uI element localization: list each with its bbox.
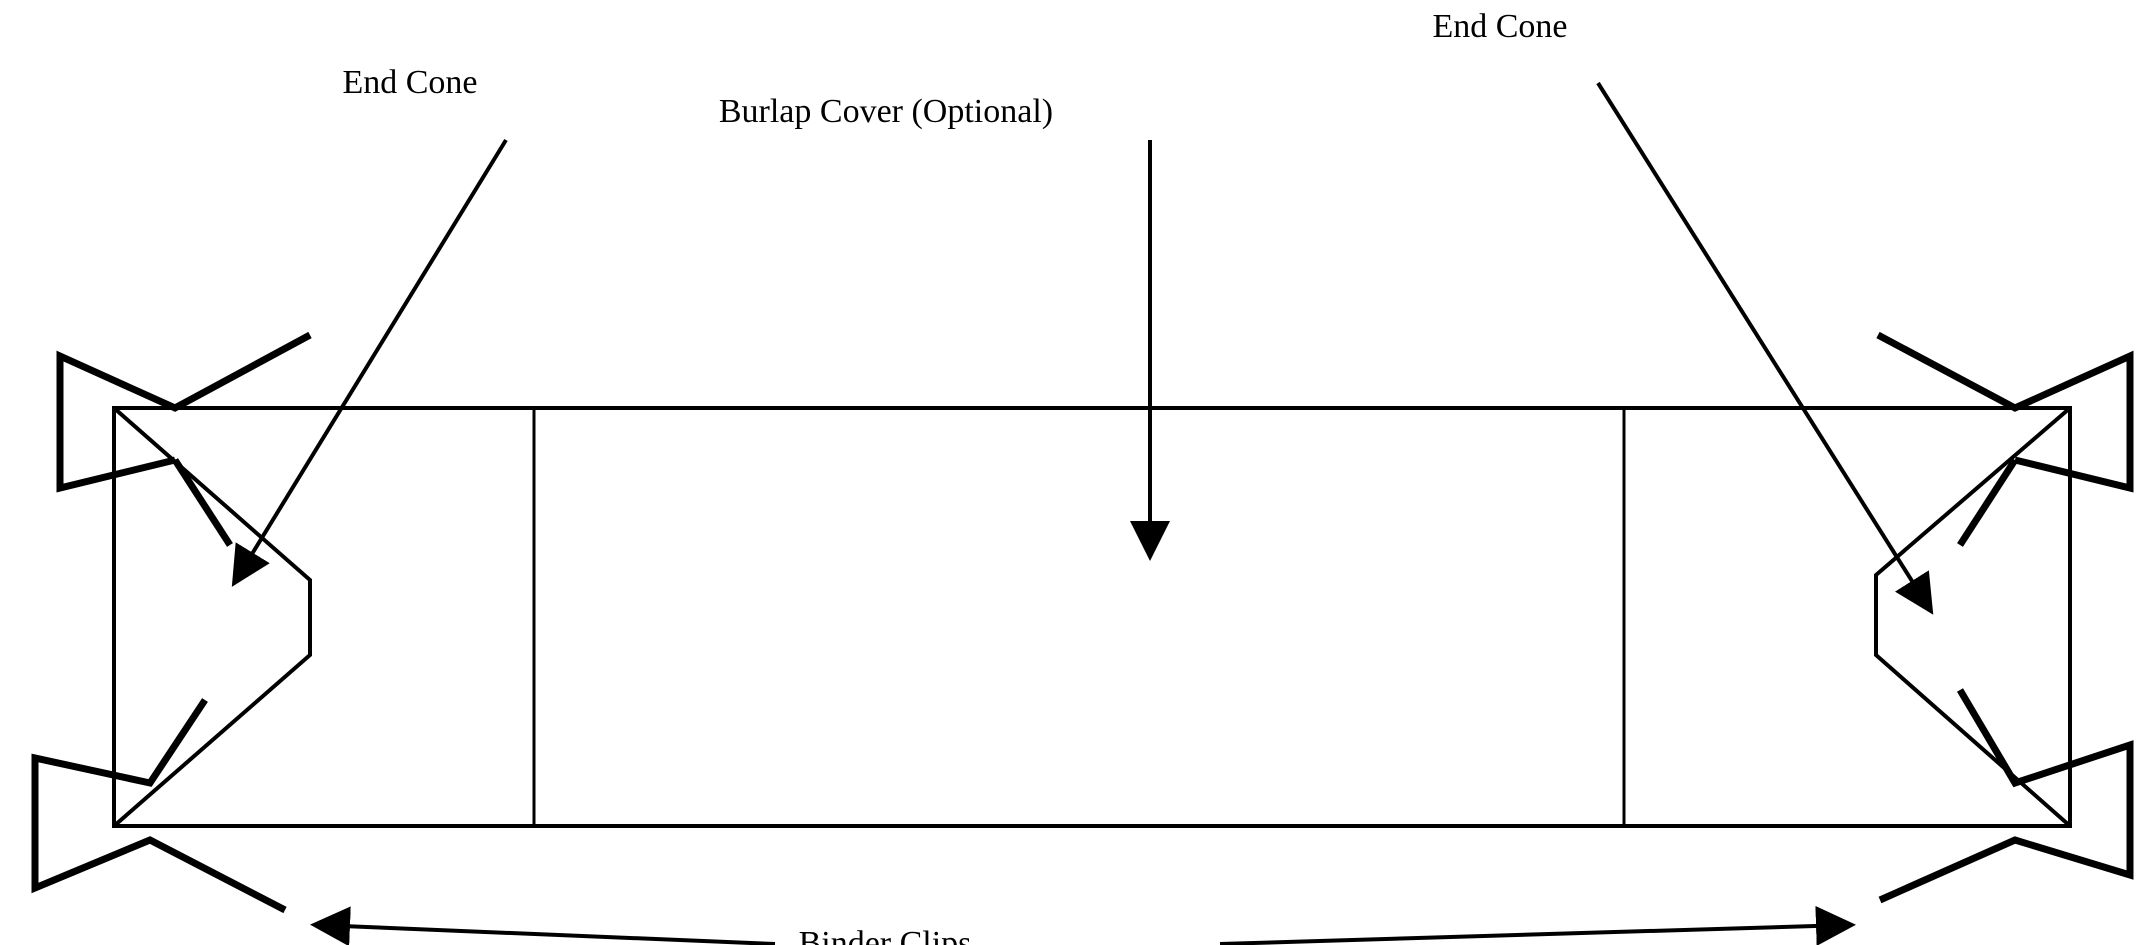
left-end-cone xyxy=(112,406,312,828)
binder-clip-top-right xyxy=(1876,331,2134,547)
end-cone-left-label: End Cone xyxy=(342,64,477,101)
wattle-outline xyxy=(112,406,2072,828)
binder-clips-label: Binder Clips xyxy=(799,925,972,945)
binder-clip-top-left xyxy=(56,331,312,547)
left-end-section xyxy=(112,406,536,828)
right-end-cone xyxy=(1874,406,2072,828)
burlap-center-section xyxy=(532,406,1626,828)
end-cone-left-arrow xyxy=(231,138,508,587)
binder-clips-arrow-right xyxy=(1219,905,1856,945)
burlap-cover-label: Burlap Cover (Optional) xyxy=(719,93,1053,130)
end-cone-right-label: End Cone xyxy=(1432,8,1567,45)
binder-clips-arrow-left xyxy=(310,906,776,945)
end-cone-right-arrow xyxy=(1596,81,1934,615)
binder-clip-bottom-left xyxy=(31,698,287,914)
binder-clip-bottom-right xyxy=(1878,688,2134,904)
